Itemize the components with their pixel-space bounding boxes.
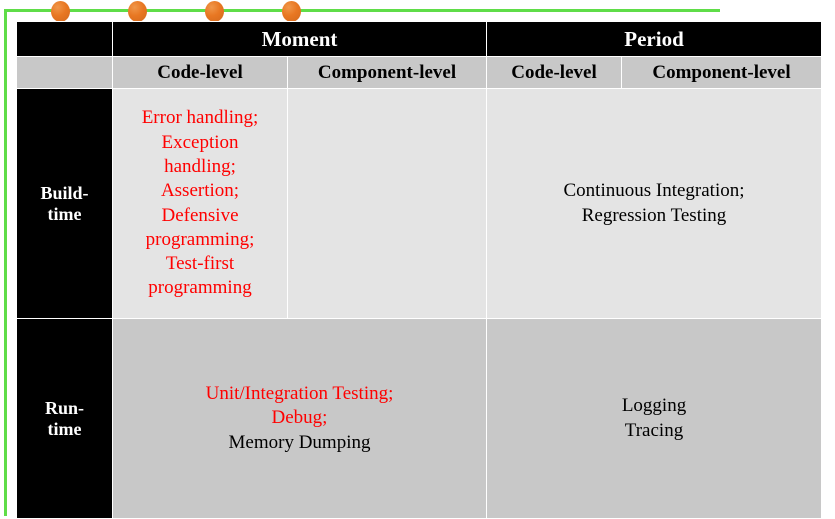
cell-text-line: handling;: [164, 155, 236, 177]
row-label-build-time: Build- time: [16, 88, 113, 319]
cell-text-line: Tracing: [624, 419, 684, 441]
group-header-row: Moment Period: [16, 21, 823, 57]
decorative-horizontal-line: [4, 9, 720, 12]
cell-build-moment-component-level: [287, 88, 487, 319]
cell-text-line: Unit/Integration Testing;: [205, 383, 394, 405]
sub-header-period-component-level: Component-level: [620, 56, 823, 89]
sub-header-period-code-level: Code-level: [486, 56, 622, 89]
cell-text-line: programming: [148, 277, 252, 299]
cell-text-line: Memory Dumping: [228, 431, 371, 453]
decorative-dot-4: [282, 1, 301, 22]
decorative-dot-3: [205, 1, 224, 22]
decorative-dot-1: [51, 1, 70, 22]
cell-build-period-merged-content: Continuous Integration;Regression Testin…: [487, 175, 821, 232]
header-corner-cell: [16, 21, 113, 57]
row-label-run-time-line1: Run-: [44, 397, 84, 418]
sub-header-row: Code-level Component-level Code-level Co…: [16, 56, 823, 89]
sub-header-moment-component-level: Component-level: [287, 56, 487, 89]
decorative-vertical-line: [4, 9, 7, 516]
matrix-table: Moment Period Code-level Component-level…: [16, 21, 823, 519]
cell-build-period-merged: Continuous Integration;Regression Testin…: [485, 88, 823, 319]
row-label-build-time-line1: Build-: [40, 182, 89, 203]
cell-text-line: Exception: [161, 131, 239, 153]
cell-run-moment-merged-content: Unit/Integration Testing;Debug;Memory Du…: [113, 378, 486, 459]
sub-header-corner-cell: [16, 56, 113, 89]
cell-text-line: programming;: [145, 228, 255, 250]
group-header-moment: Moment: [112, 21, 487, 57]
row-label-run-time-line2: time: [47, 418, 82, 439]
cell-text-line: Continuous Integration;: [563, 180, 745, 202]
table-row-run-time: Run- time Unit/Integration Testing;Debug…: [16, 318, 823, 519]
row-label-run-time: Run- time: [16, 318, 113, 519]
group-header-period: Period: [485, 21, 823, 57]
cell-text-line: Error handling;: [141, 107, 259, 129]
cell-text-line: Assertion;: [160, 180, 240, 202]
decorative-dot-2: [128, 1, 147, 22]
cell-text-line: Logging: [621, 395, 687, 417]
cell-text-line: Defensive: [161, 204, 239, 226]
sub-header-moment-code-level: Code-level: [112, 56, 288, 89]
cell-build-moment-component-level-content: [288, 200, 486, 208]
cell-run-moment-merged: Unit/Integration Testing;Debug;Memory Du…: [112, 318, 487, 519]
table-head: Moment Period Code-level Component-level…: [16, 21, 823, 89]
testing-techniques-matrix: Moment Period Code-level Component-level…: [16, 21, 823, 519]
cell-text-line: Debug;: [271, 407, 328, 429]
cell-text-line: Test-first: [165, 253, 235, 275]
cell-text-line: Regression Testing: [581, 204, 727, 226]
row-label-build-time-line2: time: [47, 203, 82, 224]
